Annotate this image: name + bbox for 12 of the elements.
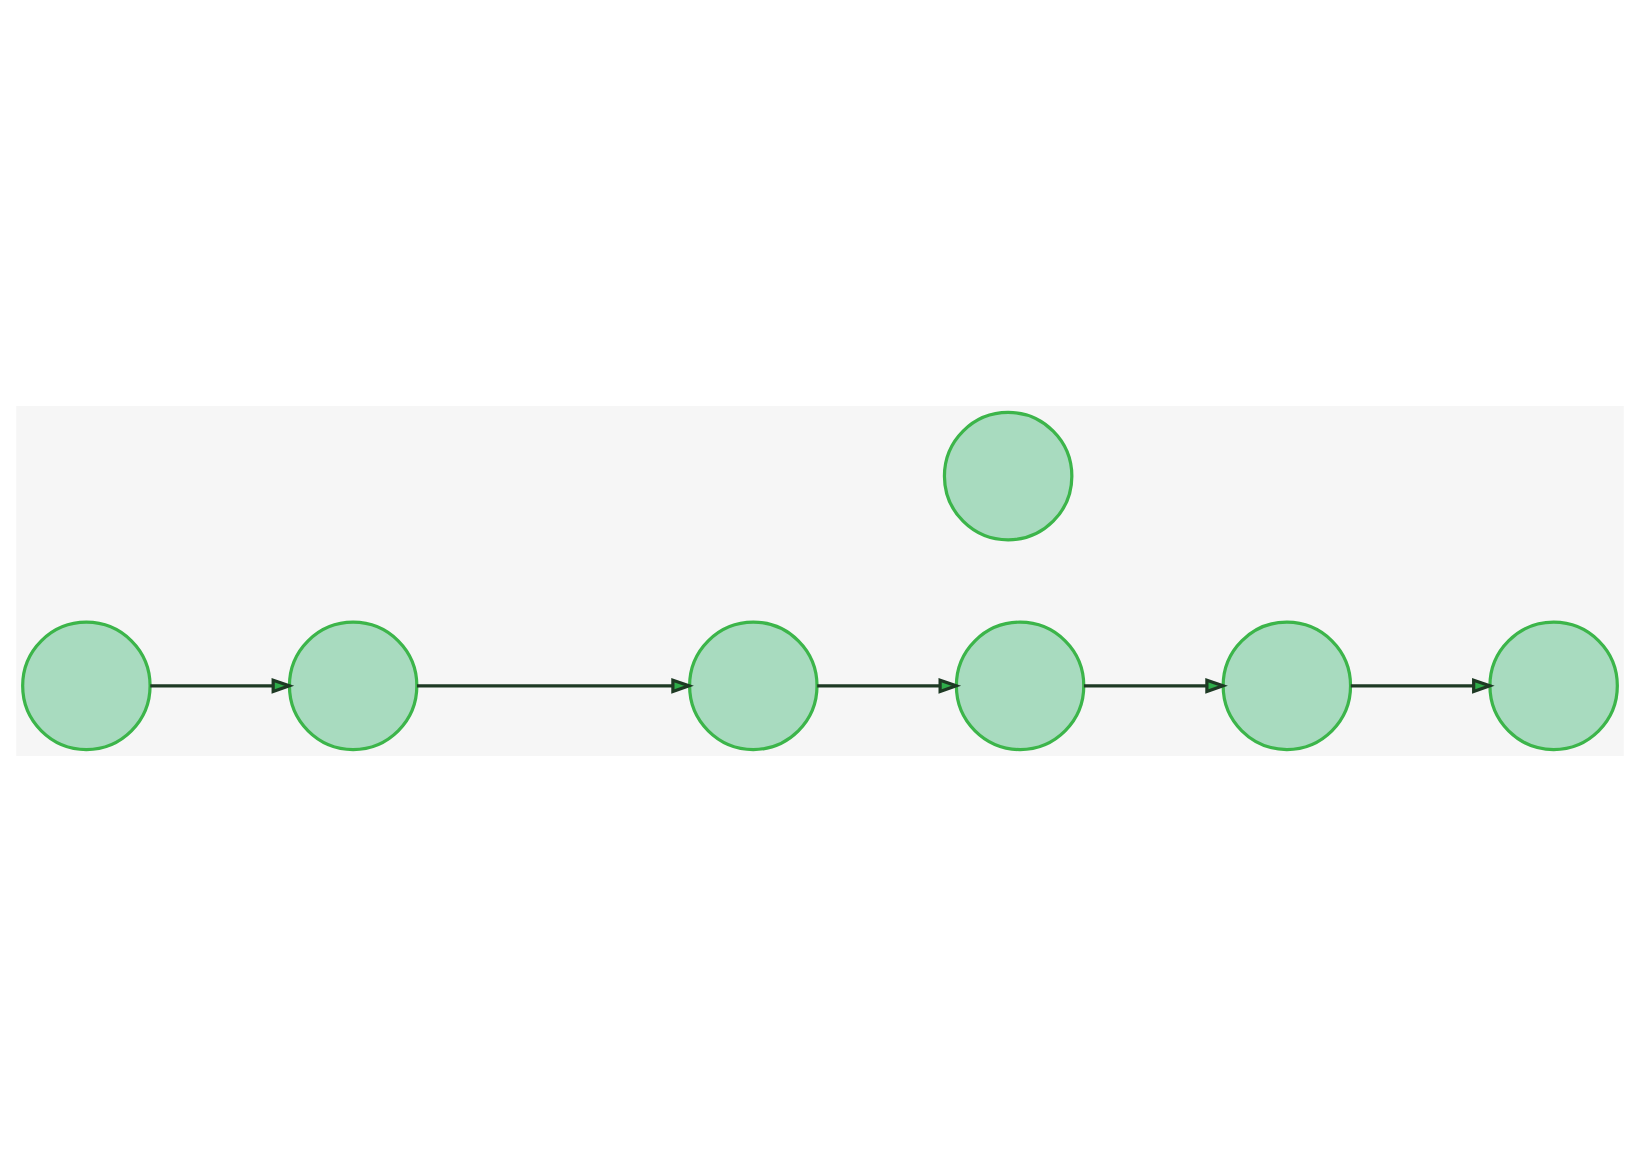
node-circle <box>1221 619 1353 751</box>
node-circle <box>21 619 152 751</box>
node-circle <box>942 409 1074 541</box>
arrow <box>150 676 295 693</box>
node-circle <box>688 619 819 751</box>
node-circle <box>287 619 419 751</box>
node-circle <box>1488 619 1619 751</box>
arrow <box>1350 676 1495 693</box>
node-circle <box>954 619 1086 751</box>
arrow <box>817 676 962 693</box>
arrow <box>1084 676 1228 693</box>
arrow <box>417 676 694 693</box>
